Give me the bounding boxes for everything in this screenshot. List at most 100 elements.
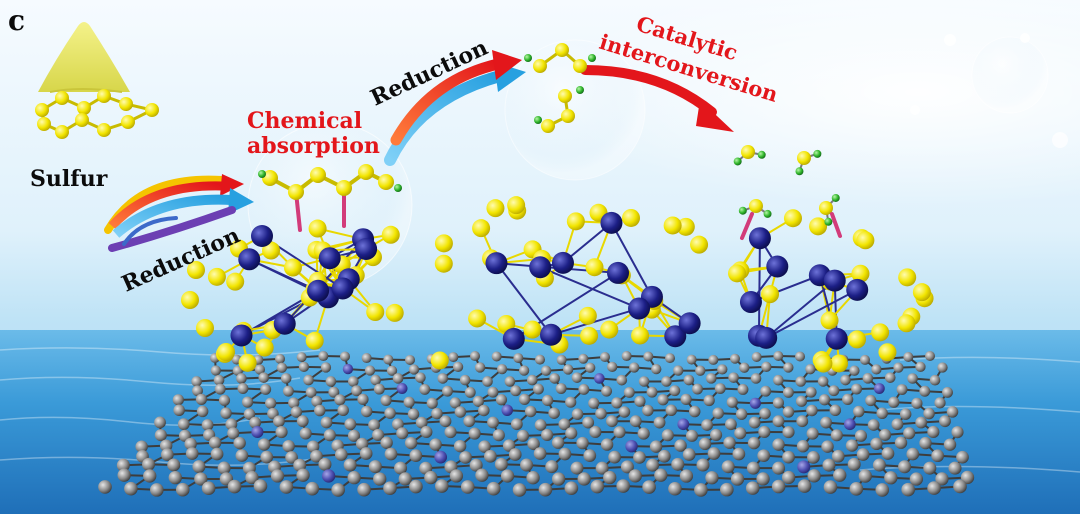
carbon-atom xyxy=(875,483,890,497)
sulfur-atom xyxy=(578,306,597,325)
carbon-atom xyxy=(116,458,130,472)
carbon-atom xyxy=(518,393,531,405)
sulfur-atom xyxy=(145,103,159,117)
carbon-atom xyxy=(380,394,392,407)
carbon-atom xyxy=(214,383,226,395)
carbon-atom xyxy=(669,385,681,397)
carbon-atom xyxy=(893,362,904,373)
carbon-atom xyxy=(611,397,623,409)
carbon-atom xyxy=(862,373,874,384)
metal-atom xyxy=(664,325,687,348)
sulfur-atom xyxy=(305,331,324,350)
carbon-atom xyxy=(468,427,481,440)
carbon-atom xyxy=(884,372,896,383)
sulfur-atom xyxy=(381,225,400,244)
carbon-atom xyxy=(258,372,270,383)
carbon-atom xyxy=(712,407,724,419)
carbon-atom xyxy=(392,373,404,384)
metal-atom xyxy=(529,256,552,279)
sulfur-atom xyxy=(472,219,491,238)
lithium-atom xyxy=(733,157,742,166)
metal-atom xyxy=(485,252,508,275)
carbon-atom xyxy=(845,439,859,452)
lithium-atom xyxy=(588,54,596,62)
carbon-atom xyxy=(472,395,484,407)
sulfur-atom xyxy=(336,180,352,196)
lithium-atom xyxy=(738,206,747,215)
nitrogen-atom xyxy=(501,404,513,417)
carbon-atom xyxy=(915,361,926,372)
carbon-atom xyxy=(551,472,566,486)
carbon-atom xyxy=(173,404,185,416)
metal-atom xyxy=(748,227,771,250)
carbon-atom xyxy=(761,361,772,372)
carbon-atom xyxy=(899,408,912,420)
carbon-atom xyxy=(487,386,499,398)
carbon-atom xyxy=(564,481,579,495)
carbon-atom xyxy=(459,374,471,386)
carbon-atom xyxy=(270,469,285,483)
carbon-atom xyxy=(355,437,369,451)
carbon-atom xyxy=(582,416,595,429)
carbon-atom xyxy=(606,415,618,428)
carbon-atom xyxy=(196,405,209,418)
carbon-atom xyxy=(168,470,182,485)
carbon-atom xyxy=(227,479,242,494)
carbon-atom xyxy=(600,352,610,363)
carbon-atom xyxy=(404,436,418,450)
sulfur-atom xyxy=(676,217,695,236)
carbon-atom xyxy=(629,362,640,373)
sulfur-atom xyxy=(558,89,572,103)
carbon-atom xyxy=(782,406,795,418)
reduction-swirl-arrow-icon xyxy=(104,174,254,252)
carbon-atom xyxy=(405,354,415,365)
carbon-atom xyxy=(470,351,480,362)
carbon-atom xyxy=(344,418,357,431)
carbon-atom xyxy=(578,353,589,364)
carbon-atom xyxy=(817,376,829,387)
carbon-atom xyxy=(830,429,843,442)
carbon-atom xyxy=(449,397,461,409)
carbon-atom xyxy=(721,460,735,474)
carbon-atom xyxy=(98,480,112,494)
carbon-atom xyxy=(359,447,373,460)
metal-atom xyxy=(739,291,762,314)
carbon-atom xyxy=(305,481,320,496)
carbon-atom xyxy=(683,374,695,386)
carbon-atom xyxy=(739,362,750,373)
carbon-atom xyxy=(620,460,634,474)
carbon-atom xyxy=(590,479,605,494)
carbon-atom xyxy=(821,440,834,453)
sulfur-atom xyxy=(820,311,839,330)
carbon-atom xyxy=(135,440,148,453)
carbon-atom xyxy=(829,404,842,417)
carbon-atom xyxy=(806,427,819,440)
sulfur-atom xyxy=(600,320,619,339)
carbon-atom xyxy=(685,429,698,442)
carbon-atom xyxy=(734,427,747,440)
carbon-atom xyxy=(194,472,208,486)
sulfur-atom xyxy=(35,103,49,117)
sulfur-atom xyxy=(55,91,69,105)
carbon-atom xyxy=(343,458,357,472)
carbon-atom xyxy=(896,384,908,395)
sulfur-atom xyxy=(871,323,890,342)
carbon-atom xyxy=(695,365,706,376)
carbon-atom xyxy=(563,364,574,375)
sulfur-atom xyxy=(434,234,453,253)
carbon-atom xyxy=(571,408,584,420)
carbon-atom xyxy=(748,416,761,429)
curved-red-arrow-icon xyxy=(390,50,522,146)
carbon-atom xyxy=(818,394,831,406)
carbon-atom xyxy=(276,362,288,373)
carbon-atom xyxy=(927,425,940,438)
carbon-atom xyxy=(184,437,197,451)
carbon-atom xyxy=(486,481,501,496)
carbon-atom xyxy=(249,416,262,429)
carbon-atom xyxy=(265,397,277,409)
carbon-atom xyxy=(934,397,946,409)
graphene-sheet xyxy=(98,351,975,497)
sulfur-atom xyxy=(181,291,199,309)
carbon-atom xyxy=(475,468,489,482)
carbon-atom xyxy=(633,451,646,464)
